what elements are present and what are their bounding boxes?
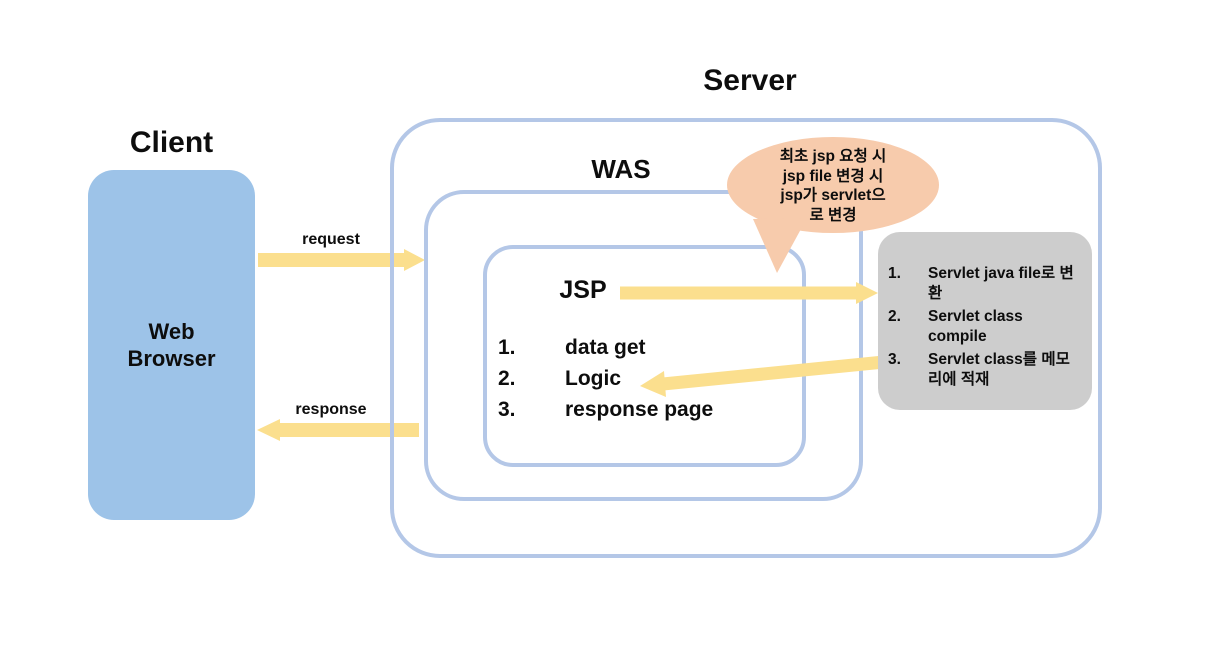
item-number: 1.: [888, 265, 901, 282]
bubble-line: jsp가 servlet으: [780, 187, 886, 204]
bubble-line: jsp file 변경 시: [782, 167, 884, 185]
item-number: 3.: [498, 397, 516, 421]
web-browser-label: Web Browser: [127, 318, 216, 372]
item-text: Servlet class compile: [928, 308, 1023, 345]
item-text: data get: [565, 335, 646, 359]
item-text: response page: [565, 397, 714, 421]
speech-bubble-tail: [753, 218, 807, 273]
item-text: Logic: [565, 366, 621, 390]
was-box: [424, 190, 863, 501]
response-label: response: [295, 401, 367, 418]
bubble-line: 최초 jsp 요청 시: [779, 148, 887, 165]
item-number: 1.: [498, 335, 516, 359]
request-arrow: [258, 249, 425, 271]
list-item: 2. Logic: [498, 363, 788, 394]
item-text: Servlet java file로 변환: [928, 265, 1074, 302]
server-title: Server: [703, 64, 797, 97]
jsp-label: JSP: [559, 276, 607, 304]
servlet-to-logic-arrow: [640, 355, 885, 397]
client-title: Client: [129, 126, 214, 159]
web-browser-box: Web Browser: [88, 170, 255, 520]
item-number: 3.: [888, 351, 901, 368]
list-item: 1. data get: [498, 332, 788, 363]
item-text: Servlet class를 메모리에 적재: [928, 351, 1070, 388]
speech-bubble-shape: [727, 137, 939, 233]
jsp-box: [483, 245, 806, 467]
bubble-line: 로 변경: [809, 206, 857, 224]
servlet-steps-list: 1. Servlet java file로 변환 2. Servlet clas…: [888, 264, 1084, 393]
speech-bubble-text: 최초 jsp 요청 시 jsp file 변경 시 jsp가 servlet으 …: [727, 147, 939, 225]
list-item: 3. Servlet class를 메모리에 적재: [888, 350, 1084, 390]
was-label: WAS: [591, 154, 651, 184]
server-box: [390, 118, 1102, 558]
jsp-steps-list: 1. data get 2. Logic 3. response page: [498, 332, 788, 425]
list-item: 1. Servlet java file로 변환: [888, 264, 1084, 304]
jsp-to-servlet-arrow: [620, 282, 878, 304]
response-arrow: [257, 419, 419, 441]
item-number: 2.: [498, 366, 516, 390]
item-number: 2.: [888, 308, 901, 325]
list-item: 2. Servlet class compile: [888, 307, 1084, 347]
list-item: 3. response page: [498, 394, 788, 425]
servlet-process-box: [878, 232, 1092, 410]
request-label: request: [302, 231, 360, 248]
